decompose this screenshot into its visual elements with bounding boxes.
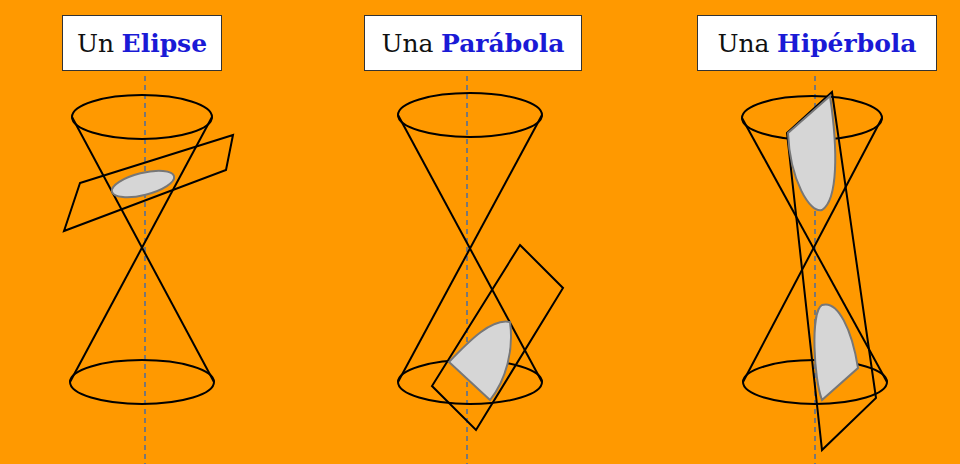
title-box: Una Parábola [364,15,582,71]
cone-axis [466,76,468,464]
hyperbola-branch [814,304,858,400]
hyperbola-cone [742,92,887,450]
hyperbola-branch [788,96,835,210]
cone-axes [145,76,815,464]
title-box: Un Elipse [62,15,222,71]
cone-rim [70,360,214,404]
cone-axis [144,76,146,464]
parabola-cone [398,93,563,430]
cutting-plane [787,92,876,450]
conic-name: Hipérbola [777,29,917,58]
article-word: Un [77,29,114,58]
cone-side [72,117,214,382]
conic-name: Parábola [441,29,565,58]
title-box: Una Hipérbola [697,15,937,71]
cone-side [70,117,212,382]
article-word: Una [381,29,433,58]
ellipse-cone [64,95,233,404]
cutting-plane [64,135,233,231]
parabola-section [449,322,511,400]
article-word: Una [717,29,769,58]
ellipse-section [109,166,176,203]
cone-rim [72,95,212,139]
cutting-plane [432,245,563,430]
conic-name: Elipse [122,29,208,58]
cone-rim [398,93,542,137]
